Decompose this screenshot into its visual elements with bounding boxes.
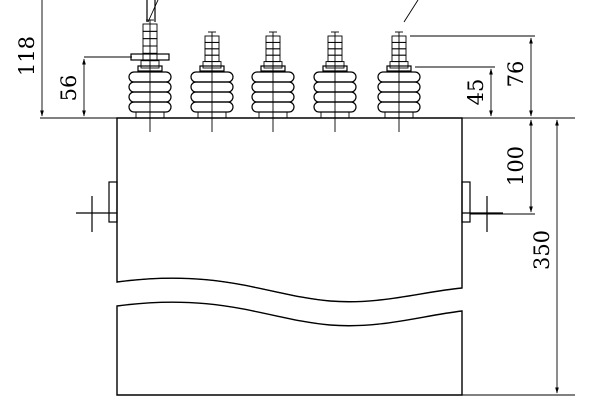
dim-label-350: 350 [530, 230, 554, 270]
bushing [313, 31, 357, 132]
dim-label-100: 100 [504, 146, 528, 186]
mount-bracket-left [76, 181, 118, 232]
dim-label-76: 76 [504, 61, 528, 88]
dimension-118: 118 [15, 0, 44, 117]
bushing [190, 31, 234, 132]
dimension-76: 76 [410, 35, 535, 117]
capacitor-body [116, 117, 463, 396]
dim-label-56: 56 [57, 75, 81, 102]
dim-label-45: 45 [464, 79, 488, 106]
bushing [251, 31, 295, 132]
dimension-350: 350 [462, 119, 575, 396]
dim-label-118: 118 [15, 36, 39, 76]
bushings [128, 19, 421, 132]
bushing [128, 19, 172, 132]
dimension-56: 56 [57, 56, 132, 117]
dimension-45: 45 [415, 66, 495, 117]
dimension-100: 100 [470, 119, 535, 215]
bushing [377, 31, 421, 132]
mount-bracket-right [461, 181, 503, 232]
